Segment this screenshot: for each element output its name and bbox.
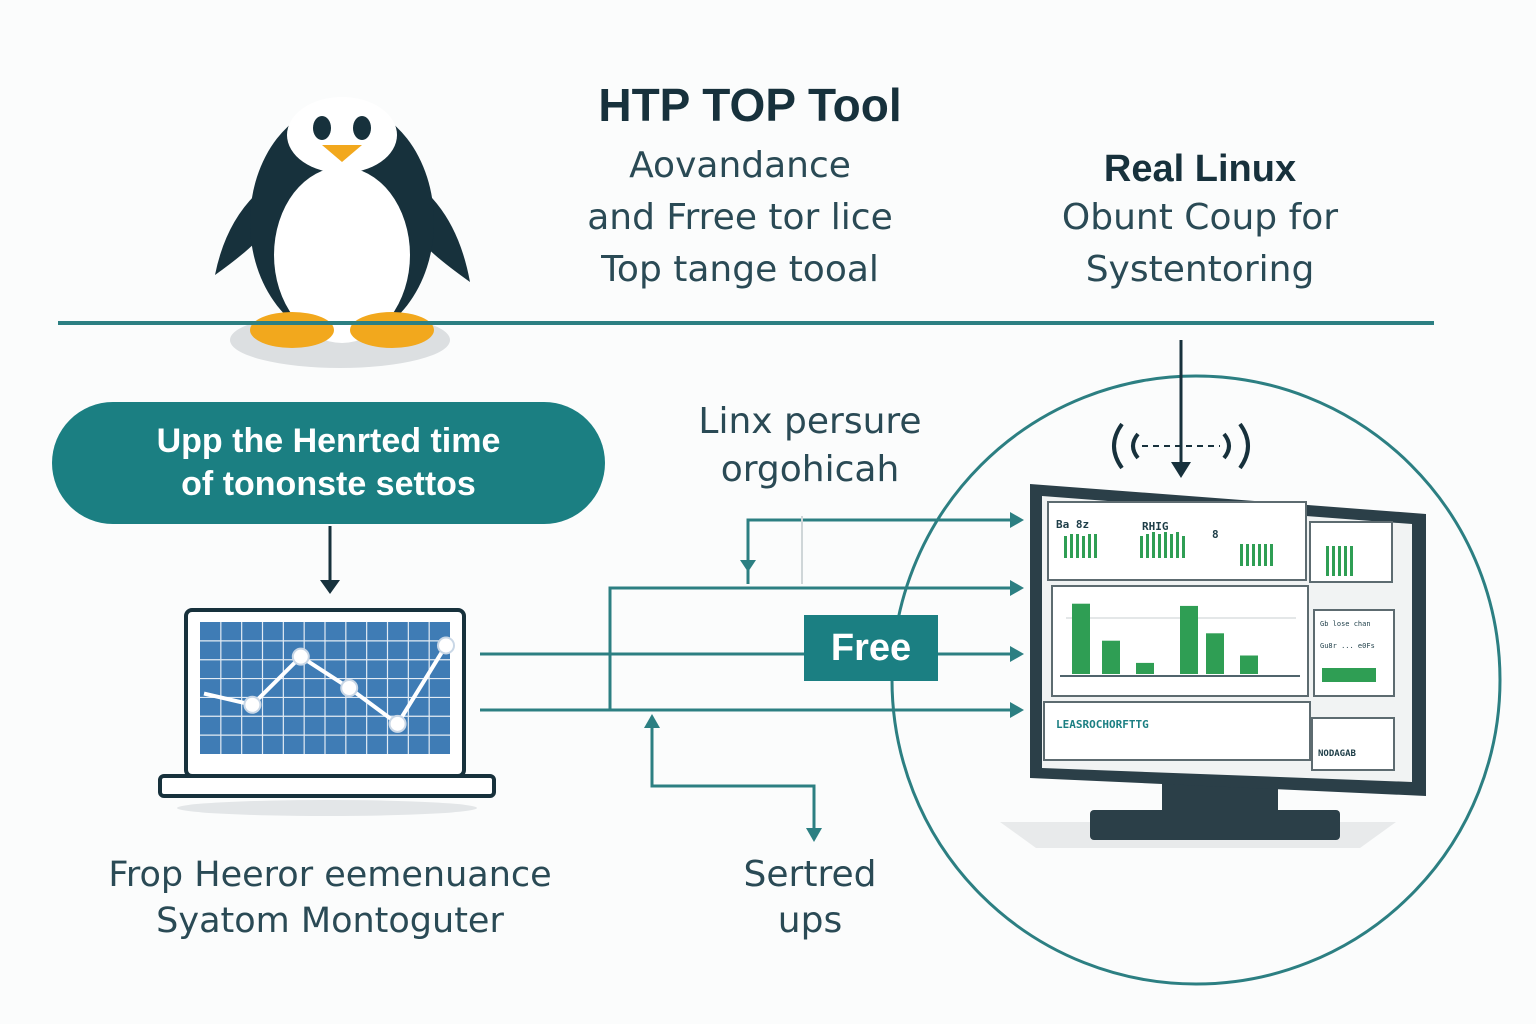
monitor-panel-label: RHIG bbox=[1142, 520, 1169, 533]
monitor-icon: Ba 8z RHIG 8 Gb lose chan Gu8r ... e0Fs … bbox=[1000, 484, 1426, 848]
chart-point bbox=[291, 647, 310, 666]
diagram-subtitle: Aovandance and Frree tor lice Top tange … bbox=[520, 140, 960, 296]
right-header-subtitle: Obunt Coup for Systentoring bbox=[1030, 192, 1370, 296]
linx-line: orgohicah bbox=[720, 449, 900, 490]
pill-line: of tononste settos bbox=[181, 465, 476, 503]
caption-line: Sertred bbox=[743, 854, 877, 895]
monitor-bar bbox=[1072, 603, 1090, 674]
right-subtitle-line: Systentoring bbox=[1085, 249, 1315, 290]
bottom-left-caption: Frop Heeror eemenuance Syatom Montoguter bbox=[70, 852, 590, 944]
right-subtitle-line: Obunt Coup for bbox=[1061, 197, 1339, 238]
caption-line: Syatom Montoguter bbox=[156, 901, 504, 941]
caption-line: ups bbox=[777, 900, 843, 941]
section-divider bbox=[58, 321, 1434, 325]
subtitle-line: and Frree tor lice bbox=[587, 197, 893, 238]
linx-line: Linx persure bbox=[698, 401, 922, 442]
chart-point bbox=[340, 679, 359, 697]
monitor-bar bbox=[1180, 605, 1198, 674]
chart-point bbox=[437, 636, 455, 655]
subtitle-line: Top tange tooal bbox=[601, 249, 879, 290]
caption-line: Frop Heeror eemenuance bbox=[108, 855, 552, 895]
monitor-bottom-extra: NODAGAB bbox=[1318, 749, 1357, 759]
pill-line: Upp the Henrted time bbox=[156, 422, 501, 460]
monitor-bar bbox=[1136, 662, 1154, 674]
bottom-center-caption: Sertred ups bbox=[700, 852, 920, 944]
chart-point bbox=[243, 695, 262, 714]
subtitle-line: Aovandance bbox=[629, 145, 851, 186]
monitor-bar bbox=[1240, 655, 1258, 674]
linx-label: Linx persure orgohicah bbox=[660, 398, 960, 494]
monitor-bar bbox=[1102, 640, 1120, 674]
penguin-icon bbox=[215, 97, 470, 368]
pill-text: Upp the Henrted time of tononste settos bbox=[99, 420, 559, 506]
monitor-panel-label: 8 bbox=[1212, 528, 1219, 541]
diagram-title: HTP TOP Tool bbox=[598, 79, 902, 131]
laptop-icon bbox=[158, 608, 496, 816]
monitor-side-text: Gu8r ... e0Fs bbox=[1320, 642, 1375, 650]
monitor-bar bbox=[1206, 633, 1224, 674]
wifi-signal-icon bbox=[1112, 422, 1250, 470]
right-header-title: Real Linux bbox=[1103, 148, 1297, 190]
chart-point bbox=[388, 714, 407, 733]
monitor-panel-label: Ba 8z bbox=[1056, 518, 1089, 531]
feature-pill: Upp the Henrted time of tononste settos bbox=[52, 402, 605, 524]
free-badge: Free bbox=[804, 615, 938, 681]
monitor-side-text: Gb lose chan bbox=[1320, 620, 1371, 628]
monitor-bottom-label: LEASROCHORFTTG bbox=[1056, 718, 1149, 731]
